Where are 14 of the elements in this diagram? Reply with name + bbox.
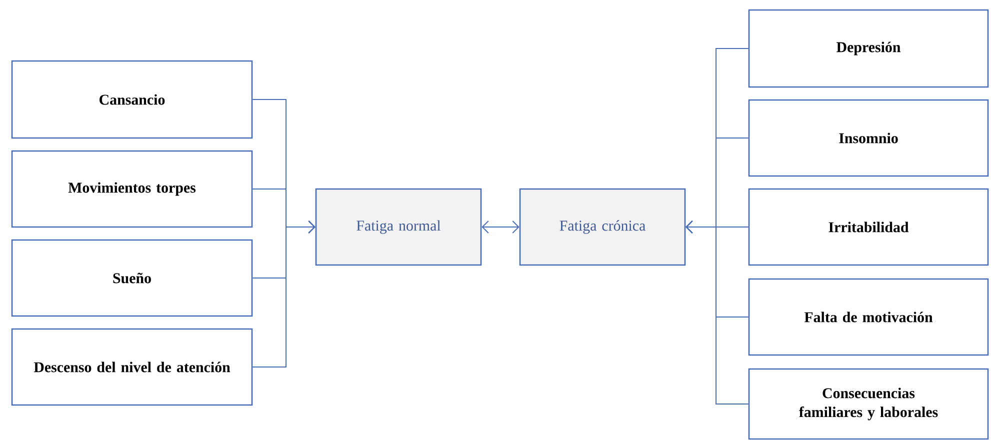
item-box: Falta de motivación: [748, 278, 989, 356]
item-box: Sueño: [11, 239, 253, 317]
concept-box: Fatiga crónica: [519, 188, 686, 266]
item-box: Consecuencias familiares y laborales: [748, 368, 989, 440]
item-box: Irritabilidad: [748, 188, 989, 266]
arrow: [252, 220, 316, 368]
item-box: Insomnio: [748, 99, 989, 177]
item-box: Movimientos torpes: [11, 150, 253, 228]
item-box: Descenso del nivel de atención: [11, 328, 253, 406]
arrow: [686, 220, 749, 404]
concept-box: Fatiga normal: [315, 188, 482, 266]
item-box: Depresión: [748, 9, 989, 88]
arrow: [482, 220, 520, 234]
item-box: Cansancio: [11, 60, 253, 139]
